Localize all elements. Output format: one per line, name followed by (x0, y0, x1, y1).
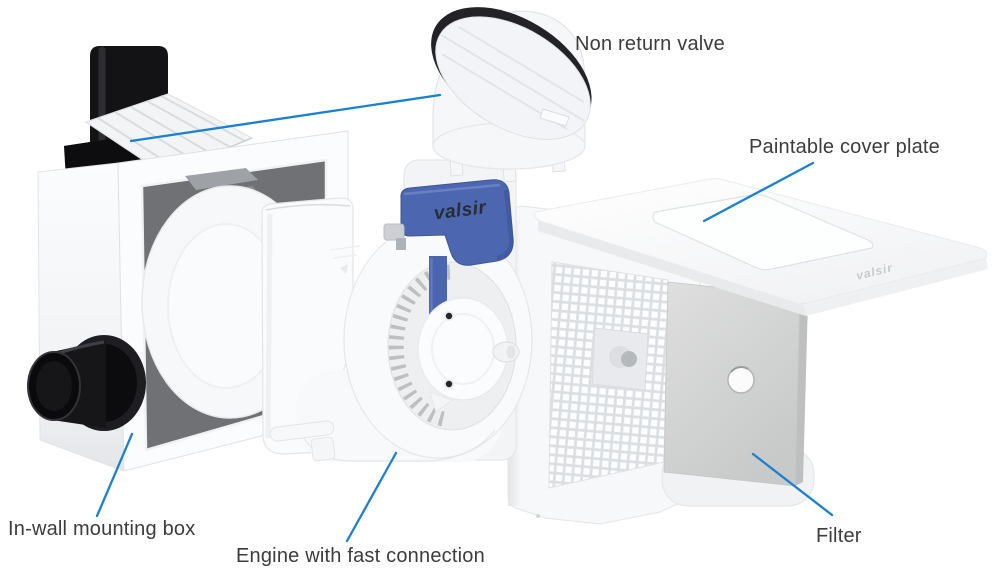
label-paintable-cover-plate: Paintable cover plate (749, 136, 940, 158)
in-wall-mounting-box (27, 46, 349, 472)
engine-assembly: valsir (261, 159, 533, 462)
duct-feet (269, 420, 336, 462)
leader-cover-plate (702, 161, 815, 223)
leader-filter (751, 452, 834, 517)
label-in-wall-mounting-box: In-wall mounting box (8, 518, 196, 540)
non-return-valve (431, 7, 592, 183)
valsir-clip: valsir (400, 179, 514, 266)
motor-hub (417, 297, 520, 413)
label-filter: Filter (816, 525, 862, 547)
leader-non-return-valve (129, 93, 442, 143)
label-non-return-valve: Non return valve (575, 33, 725, 55)
grid-center-hole (621, 351, 637, 367)
outlet-pipe (27, 335, 146, 431)
filter-pad (663, 281, 808, 487)
fast-connection-fitting (383, 223, 406, 250)
ventilation-grid (548, 261, 669, 489)
cover-plate-inner-outline (652, 194, 874, 271)
leader-engine (345, 451, 398, 543)
impeller-blades (388, 264, 453, 427)
label-engine-fast-connection: Engine with fast connection (236, 545, 485, 567)
cover-plate: valsir (534, 178, 988, 316)
leader-mounting-box (95, 432, 134, 518)
leader-lines (95, 93, 834, 543)
valve-latch (539, 108, 570, 127)
